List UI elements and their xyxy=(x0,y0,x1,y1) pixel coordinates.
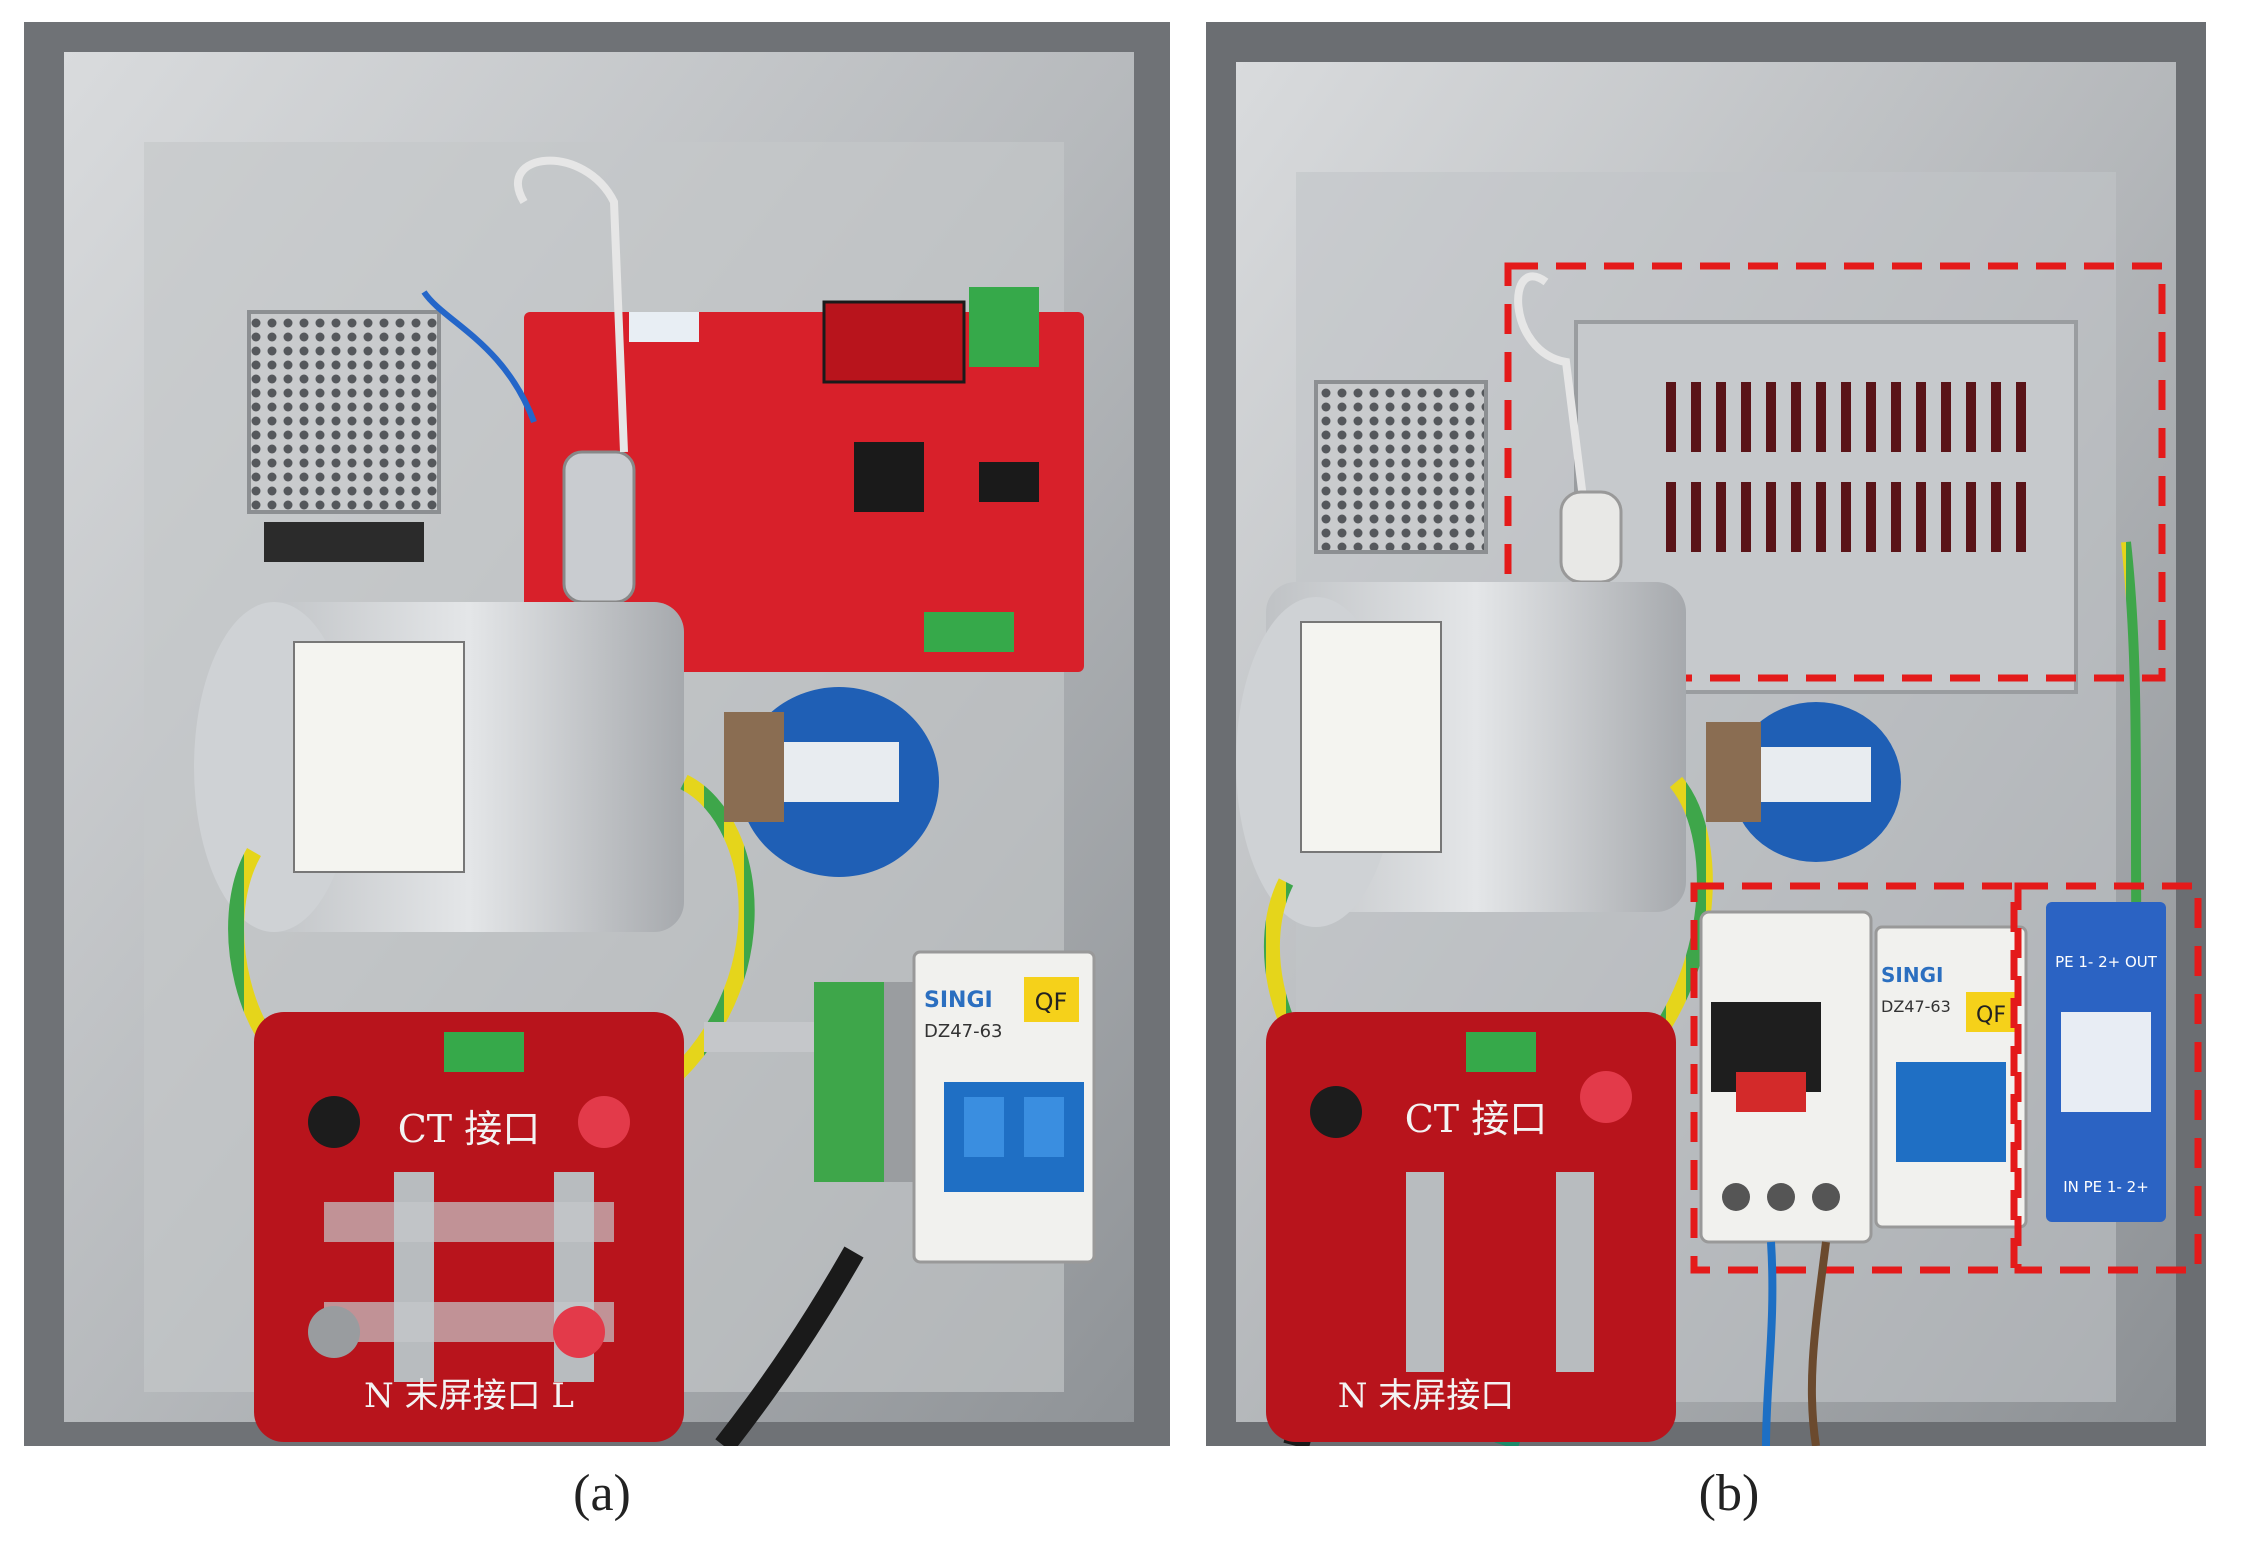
board-terminal xyxy=(444,1032,524,1072)
terminal-post-black-top xyxy=(1310,1086,1362,1138)
spd-bottom-label: IN PE 1- 2+ xyxy=(2063,1178,2149,1196)
highlight-shield-cover xyxy=(1504,262,2166,682)
coax-cable xyxy=(1514,272,1590,523)
terminal-post-red-top xyxy=(578,1096,630,1148)
coax-connector xyxy=(562,450,636,604)
terminal-post-black-top xyxy=(308,1096,360,1148)
breaker-qf-tag xyxy=(1966,992,2016,1032)
switch-screw-2 xyxy=(1767,1183,1795,1211)
power-supply-module xyxy=(1314,380,1488,554)
breaker-model-text: DZ47-63 xyxy=(924,1021,1003,1042)
breaker-qf-text: QF xyxy=(1035,988,1068,1016)
breaker-toggle-right xyxy=(1024,1097,1064,1157)
breaker-toggle-housing xyxy=(1896,1062,2006,1162)
ct-board-title: CT 接口 xyxy=(1405,1097,1548,1141)
blue-wire-bottom xyxy=(1762,1241,1777,1446)
enclosure-photo-a: QF SINGI DZ47-63 CT 接口 N 末屏接口 L xyxy=(24,22,1170,1446)
breaker-model-text: DZ47-63 xyxy=(1881,997,1951,1016)
board-terminal xyxy=(1466,1032,1536,1072)
transformer-label xyxy=(779,742,899,802)
black-cable xyxy=(715,1246,864,1446)
screen-interface-label: N 末屏接口 xyxy=(1338,1376,1515,1416)
terminal-post-red-top xyxy=(1580,1071,1632,1123)
ground-wire-right xyxy=(639,774,755,1109)
pcb-processor-chip xyxy=(854,442,924,512)
breaker-brand-text: SINGI xyxy=(924,988,993,1013)
caption-a: (a) xyxy=(573,1465,631,1522)
pcb-relay xyxy=(822,300,966,384)
terminal-post-l xyxy=(553,1306,605,1358)
coax-cable xyxy=(514,156,628,453)
caption-b: (b) xyxy=(1698,1465,1760,1522)
pcb-ic xyxy=(979,462,1039,502)
switch-screw-3 xyxy=(1812,1183,1840,1211)
switch-screw-1 xyxy=(1722,1183,1750,1211)
pcb-green-terminal xyxy=(969,287,1039,367)
power-supply-module xyxy=(247,310,441,514)
breaker-qf-text: QF xyxy=(1976,1003,2006,1028)
enclosure-photo-b: QF SINGI DZ47-63 PE 1- 2+ OUT IN PE 1- 2… xyxy=(1206,22,2206,1446)
pcb-label-sticker xyxy=(629,312,699,342)
board-busbar-right xyxy=(1556,1172,1594,1372)
board-busbar-left xyxy=(1406,1172,1444,1372)
ct-sensor-nameplate xyxy=(293,641,465,873)
coax-connector xyxy=(1559,490,1623,584)
terminal-post-n xyxy=(308,1306,360,1358)
switch-red-button[interactable] xyxy=(1736,1072,1806,1112)
breaker-qf-tag xyxy=(1024,977,1079,1022)
blue-wire xyxy=(421,290,537,424)
resistor-block xyxy=(1706,722,1761,822)
brown-wire-bottom xyxy=(1807,1241,1830,1446)
transformer-label xyxy=(1761,747,1871,802)
screen-interface-label: N 末屏接口 L xyxy=(364,1376,574,1416)
highlight-surge-protector xyxy=(2014,882,2202,1274)
highlight-switch-breaker xyxy=(1690,882,2018,1274)
breaker-toggle-left xyxy=(964,1097,1004,1157)
photo-panel-b: QF SINGI DZ47-63 PE 1- 2+ OUT IN PE 1- 2… xyxy=(1206,22,2206,1446)
board-strap-top xyxy=(324,1202,614,1242)
pcb-bottom-terminal xyxy=(924,612,1014,652)
spd-label-plate xyxy=(2061,1012,2151,1112)
photo-panel-a: QF SINGI DZ47-63 CT 接口 N 末屏接口 L xyxy=(24,22,1170,1446)
acquisition-pcb xyxy=(524,312,1084,672)
resistor-block xyxy=(724,712,784,822)
power-supply-terminals xyxy=(264,522,424,562)
ct-sensor-nameplate xyxy=(1300,621,1442,853)
breaker-brand-text: SINGI xyxy=(1881,963,1943,987)
ct-board-title: CT 接口 xyxy=(398,1107,541,1151)
spd-top-label: PE 1- 2+ OUT xyxy=(2055,953,2158,971)
